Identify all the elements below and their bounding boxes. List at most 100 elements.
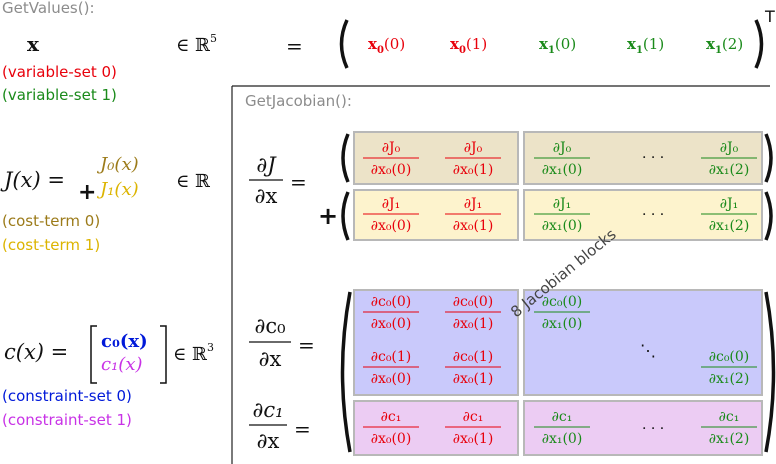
constraint-in-r3: ∈ ℝ3 (173, 341, 214, 365)
c0-var0-jacobian-block: ∂c₀(0)∂x₀(0)∂c₀(0)∂x₀(1)∂c₀(1)∂x₀(0)∂c₀(… (363, 294, 501, 387)
svg-text:∂x₁(0): ∂x₁(0) (542, 431, 583, 447)
constraint-right-bracket (160, 325, 167, 384)
cost-term-1-label: (cost-term 1) (2, 236, 100, 254)
constraint-set-1-label: (constraint-set 1) (2, 411, 132, 429)
constraint-c1: c₁(x) (101, 354, 143, 375)
getjacobian-label: GetJacobian(): (245, 92, 352, 110)
cost1-partial-2: ∂J₁ ∂x₁(0) (534, 196, 590, 234)
cost1-partial-0: ∂J₁ ∂x₀(0) (363, 196, 419, 234)
block-c0-var0 (353, 289, 519, 396)
svg-text:∂x₁(2): ∂x₁(2) (709, 162, 750, 178)
cost-plus: + (78, 180, 96, 205)
svg-text:∂x₀(1): ∂x₀(1) (453, 371, 494, 387)
c1-partial-2: ∂c₁ ∂x₁(0) (534, 409, 590, 447)
svg-text:∂c₀(0): ∂c₀(0) (453, 294, 494, 310)
svg-text:∂x₀(1): ∂x₀(1) (453, 162, 494, 178)
svg-text:∂c₀(1): ∂c₀(1) (371, 349, 412, 365)
dJ-equals: = (290, 170, 307, 194)
vector-entry-2: x1(0) (539, 35, 576, 56)
svg-text:∂c₀: ∂c₀ (254, 314, 285, 338)
constraint-left-bracket (90, 325, 97, 384)
svg-text:∂x₁(2): ∂x₁(2) (709, 371, 750, 387)
vector-entry-1: x0(1) (450, 35, 487, 56)
svg-text:∂x: ∂x (259, 347, 282, 371)
cost-term-1: J₁(x) (96, 179, 139, 200)
svg-text:∂x₁(2): ∂x₁(2) (709, 431, 750, 447)
block-cost1-var1 (523, 189, 763, 241)
vector-entry-4: x1(2) (706, 35, 743, 56)
cost1-jacobian-row: ∂J₁ ∂x₀(0) ∂J₁ ∂x₀(1) ∂J₁ ∂x₁(0) ∂J₁∂x₁(2) (363, 196, 757, 234)
c0-red-partial-1: ∂c₀(0) ∂x₀(1) (445, 294, 501, 332)
cost0-partial-1: ∂J₀ ∂x₀(1) (445, 140, 501, 178)
svg-text:∂x₀(0): ∂x₀(0) (371, 371, 412, 387)
svg-text:∂x₀(1): ∂x₀(1) (453, 316, 494, 332)
vector-right-paren (754, 19, 764, 69)
c0-red-partial-0: ∂c₀(0) ∂x₀(0) (363, 294, 419, 332)
block-c1-var0 (353, 400, 519, 456)
cost0-partial-0: ∂J₀ ∂x₀(0) (363, 140, 419, 178)
svg-text:∂c₁: ∂c₁ (463, 409, 484, 425)
c1-partial-3: ∂c₁ ∂x₁(2) (701, 409, 757, 447)
svg-text:∂c₀(0): ∂c₀(0) (371, 294, 412, 310)
variable-set-0-label: (variable-set 0) (2, 63, 117, 81)
dJ-dx-label: ∂J ∂x (249, 153, 283, 208)
constraint-c0: c₀(x) (101, 331, 148, 352)
values-vector: x0(0) x0(1) x1(0) x1(1) x1(2) (368, 35, 743, 56)
constraint-lhs: c(x) = (4, 340, 68, 364)
cost-term-0: J₀(x) (96, 154, 139, 175)
svg-text:∂x₀(0): ∂x₀(0) (371, 316, 412, 332)
cost1-hdots: · · · (642, 207, 664, 223)
svg-text:∂x₁(0): ∂x₁(0) (542, 218, 583, 234)
constraint-set-0-label: (constraint-set 0) (2, 387, 132, 405)
c1-jacobian-row: ∂c₁∂x₀(0)∂c₁∂x₀(1)∂c₁∂x₁(0)∂c₁∂x₁(2) (363, 409, 757, 447)
c0-green-partial-0: ∂c₀(0)∂x₁(0) (534, 294, 590, 332)
svg-text:∂c₁: ∂c₁ (719, 409, 740, 425)
svg-text:∂c₁: ∂c₁ (252, 398, 283, 422)
svg-text:∂J₁: ∂J₁ (553, 196, 571, 212)
cost-lhs: J(x) = (0, 168, 65, 192)
svg-text:∂x₀(1): ∂x₀(1) (453, 218, 494, 234)
dc1-equals: = (294, 417, 311, 441)
svg-text:∂J₀: ∂J₀ (464, 140, 483, 156)
variable-set-1-label: (variable-set 1) (2, 86, 117, 104)
vector-entry-0: x0(0) (368, 35, 405, 56)
svg-text:∂c₀(0): ∂c₀(0) (709, 349, 750, 365)
vector-entry-3: x1(1) (627, 35, 664, 56)
svg-text:∂J₁: ∂J₁ (720, 196, 738, 212)
block-cost1-var0 (353, 189, 519, 241)
c1-partial-0: ∂c₁∂x₀(0) (363, 409, 419, 447)
svg-text:∂J: ∂J (256, 153, 277, 177)
svg-text:∂J₀: ∂J₀ (382, 140, 401, 156)
cost1-partial-1: ∂J₁ ∂x₀(1) (445, 196, 501, 234)
svg-text:∂J₀: ∂J₀ (553, 140, 572, 156)
cost0-left-paren (341, 133, 350, 183)
svg-text:∂x₁(0): ∂x₁(0) (542, 162, 583, 178)
transpose-mark: T (764, 7, 775, 26)
svg-text:∂J₀: ∂J₀ (720, 140, 739, 156)
cost1-left-paren (341, 191, 350, 241)
block-c0-var1 (523, 289, 763, 396)
cost0-jacobian-row: ∂J₀ ∂x₀(0) ∂J₀ ∂x₀(1) ∂J₀ ∂x₁(0) ∂J₀ ∂x₁(2) (363, 140, 757, 178)
c0-red-partial-2: ∂c₀(1) ∂x₀(0) (363, 349, 419, 387)
constraint-right-paren (764, 291, 776, 453)
svg-text:∂x: ∂x (257, 429, 280, 453)
block-c1-var1 (523, 400, 763, 456)
dc1-dx-label: ∂c₁ ∂x (249, 398, 287, 453)
dc0-equals: = (298, 333, 315, 357)
cost0-partial-3: ∂J₀ ∂x₁(2) (701, 140, 757, 178)
svg-text:∂J₁: ∂J₁ (464, 196, 482, 212)
svg-text:∂J₁: ∂J₁ (382, 196, 400, 212)
c0-diagonal-dots: ⋱ (640, 341, 656, 360)
svg-text:∂x₀(0): ∂x₀(0) (371, 162, 412, 178)
c0-green-partial-1: ∂c₀(0) ∂x₁(2) (701, 349, 757, 387)
cost1-right-paren (764, 191, 773, 241)
svg-text:∂x₁(0): ∂x₁(0) (542, 316, 583, 332)
cost1-partial-3: ∂J₁∂x₁(2) (701, 196, 757, 234)
svg-text:∂x₀(0): ∂x₀(0) (371, 218, 412, 234)
values-equals: = (286, 34, 303, 58)
svg-text:∂c₁: ∂c₁ (381, 409, 402, 425)
svg-text:∂c₁: ∂c₁ (552, 409, 573, 425)
vector-left-paren (339, 19, 349, 69)
constraint-left-paren (340, 291, 352, 453)
